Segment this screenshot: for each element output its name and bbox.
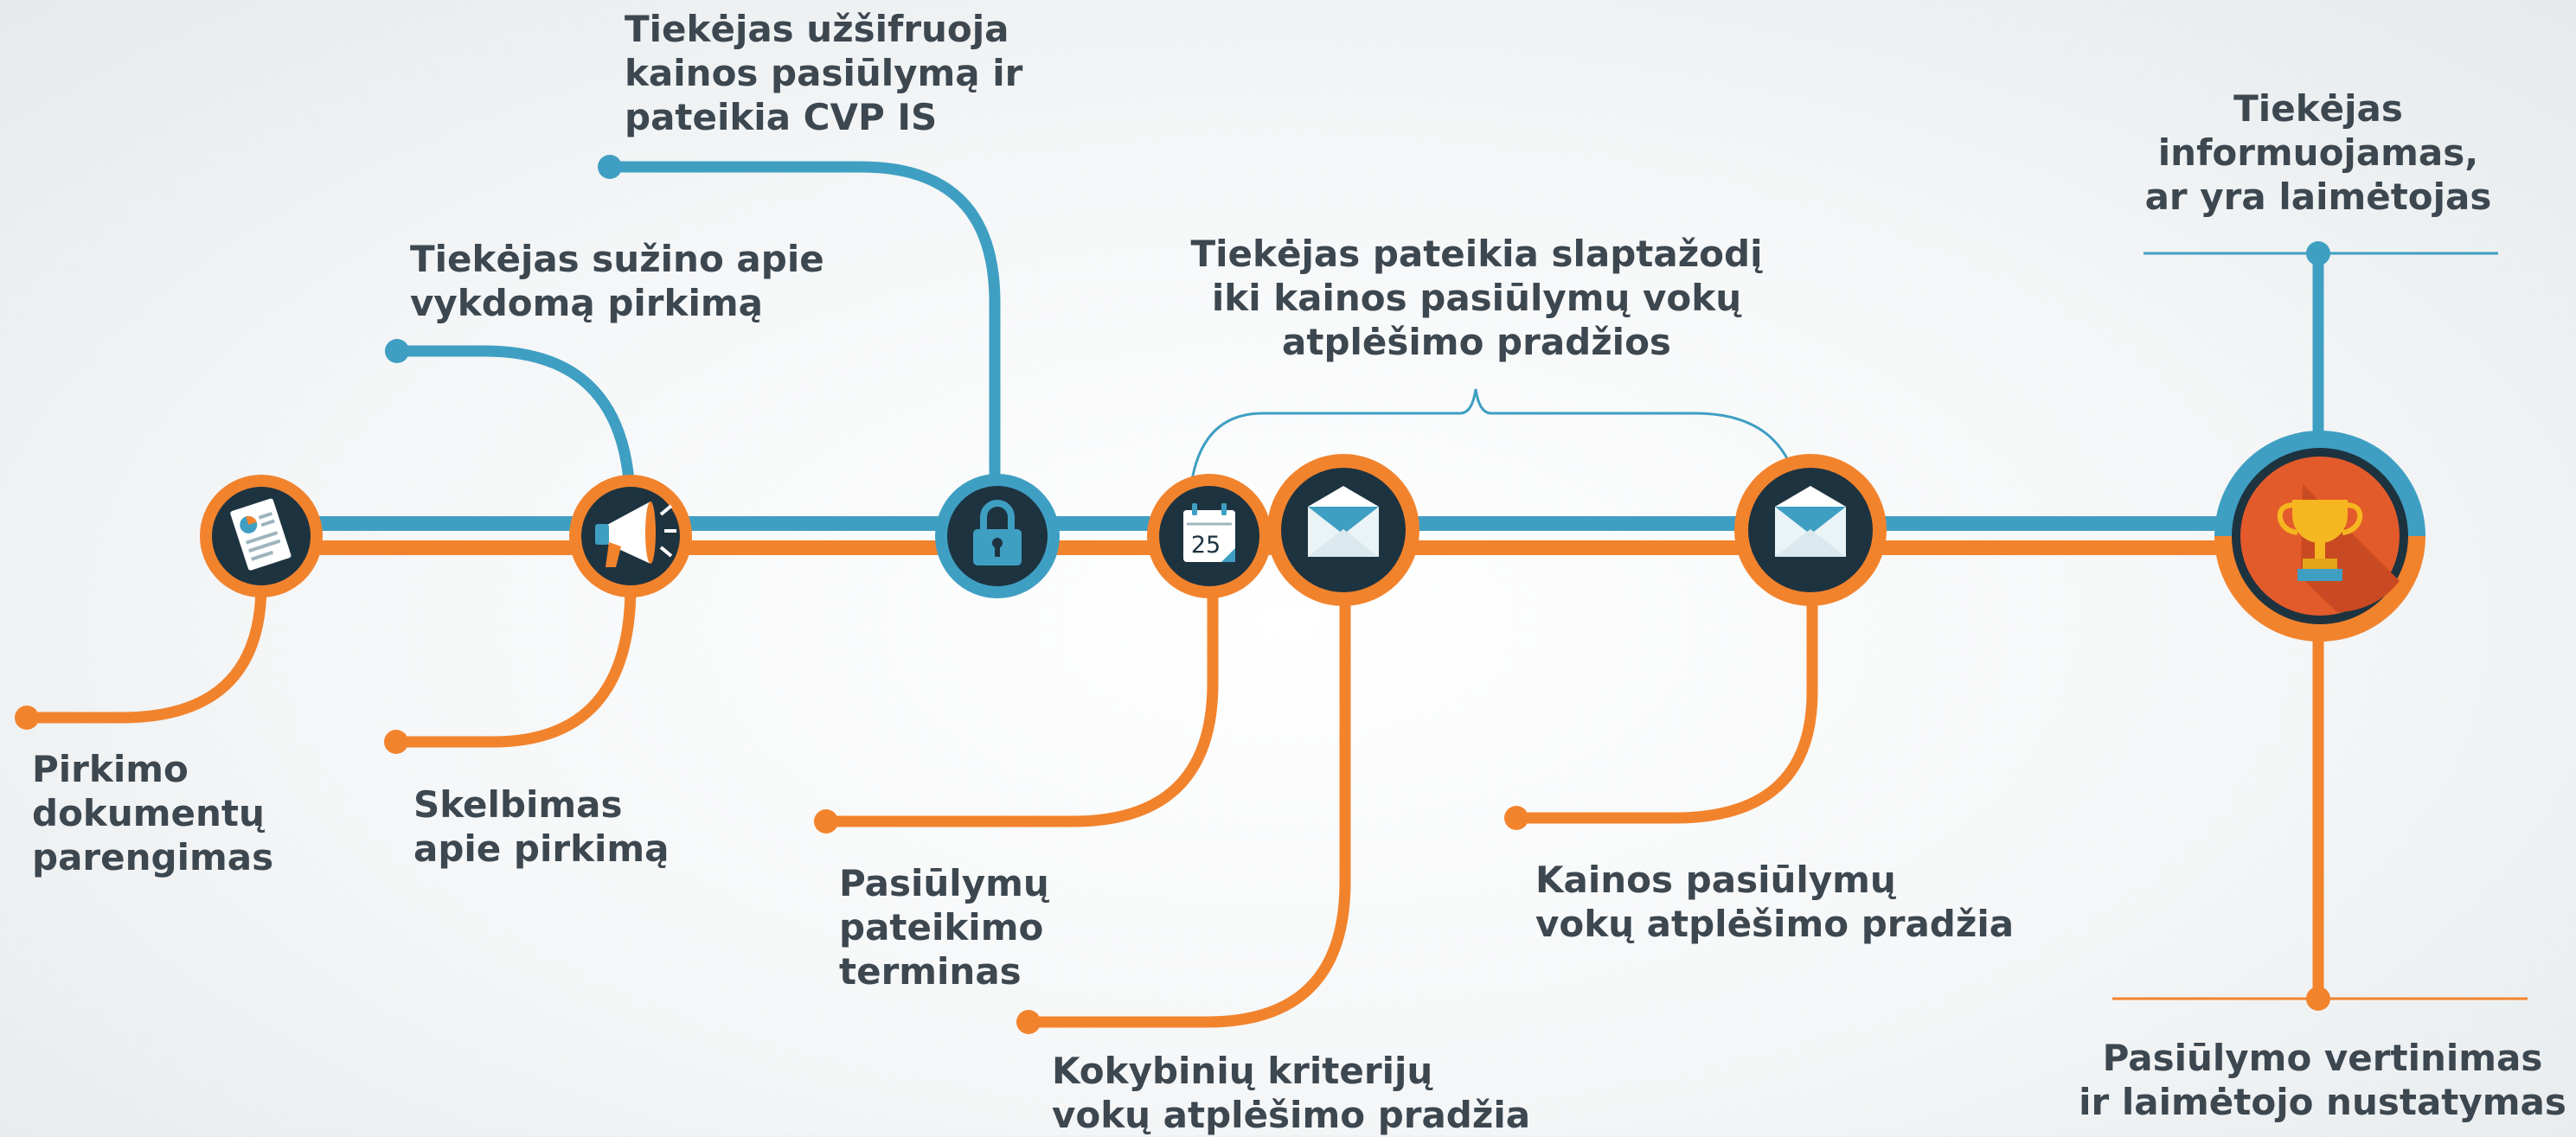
label-line: atplėšimo pradžios (1282, 321, 1671, 363)
label-pirkimo-dokumentu: Pirkimo dokumentų parengimas (32, 747, 273, 879)
dot-pirkimo (15, 706, 39, 730)
label-line: apie pirkimą (413, 827, 670, 870)
label-line: dokumentų (32, 792, 265, 834)
label-line: ir laimėtojo nustatymas (2079, 1081, 2566, 1123)
label-skelbimas: Skelbimas apie pirkimą (413, 782, 670, 871)
label-line: Tiekėjas užšifruoja (625, 8, 1009, 50)
label-line: iki kainos pasiūlymų vokų (1211, 277, 1742, 319)
label-line: Kokybinių kriterijų (1052, 1050, 1433, 1092)
blue-connectors (397, 161, 2324, 494)
node-terminas: 25 (1147, 474, 1272, 598)
label-line: vokų atplėšimo pradžia (1535, 903, 2015, 945)
label-slaptažodį: Tiekėjas pateikia slaptažodį iki kainos … (1182, 232, 1771, 364)
calendar-day: 25 (1191, 532, 1221, 559)
dot-užšifruoja (598, 155, 622, 179)
dot-skelbimas (384, 730, 408, 754)
node-dokumentai (200, 475, 323, 597)
label-kainos-atplesimas: Kainos pasiūlymų vokų atplėšimo pradžia (1535, 858, 2014, 946)
label-line: vokų atplėšimo pradžia (1052, 1094, 1531, 1136)
label-sužino: Tiekėjas sužino apie vykdomą pirkimą (410, 237, 824, 325)
label-line: Pasiūlymų (839, 862, 1049, 904)
label-line: pateikimo (839, 906, 1044, 949)
label-line: vykdomą pirkimą (410, 282, 763, 324)
label-informuojamas: Tiekėjas informuojamas, ar yra laimėtoja… (2119, 86, 2517, 219)
connector-pirkimo (27, 587, 267, 724)
dot-kainos (1504, 806, 1528, 830)
label-line: parengimas (32, 836, 274, 878)
label-line: ar yra laimėtojas (2144, 176, 2492, 218)
trophy-icon (2277, 500, 2363, 581)
connector-užšifruoja (610, 161, 1001, 484)
label-line: Tiekėjas sužino apie (410, 238, 824, 280)
dot-sužino (385, 339, 409, 363)
label-line: Tiekėjas pateikia slaptažodį (1190, 233, 1763, 275)
label-užšifruoja: Tiekėjas užšifruoja kainos pasiūlymą ir … (625, 7, 1022, 139)
label-pateikimo-terminas: Pasiūlymų pateikimo terminas (839, 861, 1049, 993)
node-skelbimas (569, 475, 692, 597)
document-chart-icon (230, 498, 292, 571)
node-laimetojas (2214, 431, 2425, 642)
label-line: Kainos pasiūlymų (1535, 859, 1896, 901)
megaphone-icon (595, 501, 676, 567)
orange-connectors (27, 587, 2324, 1028)
label-vertinimas: Pasiūlymo vertinimas ir laimėtojo nustat… (2076, 1036, 2569, 1124)
padlock-icon (973, 500, 1022, 565)
connector-kainos (1516, 605, 1818, 824)
envelope-icon (1775, 486, 1846, 557)
connector-kokybiniu (1028, 605, 1351, 1028)
connector-skelbimas (396, 587, 637, 748)
node-uzsifravimas (935, 474, 1060, 598)
connector-sužino (397, 345, 636, 494)
label-line: terminas (839, 950, 1022, 993)
label-kokybiniu: Kokybinių kriterijų vokų atplėšimo pradž… (1052, 1049, 1530, 1137)
dot-pateikimo (814, 809, 838, 834)
envelope-icon (1308, 486, 1379, 557)
dot-kokybiniu (1016, 1010, 1041, 1034)
node-kainos (1734, 454, 1887, 606)
label-line: pateikia CVP IS (625, 96, 938, 138)
bracket-slaptažodį (1190, 388, 1791, 481)
label-line: Pirkimo (32, 748, 189, 790)
node-kokybiniai (1267, 454, 1419, 606)
calendar-icon: 25 (1183, 503, 1235, 562)
label-line: Tiekėjas (2233, 87, 2403, 130)
label-line: kainos pasiūlymą ir (625, 52, 1023, 94)
orange-connector-dots (15, 706, 2330, 1034)
connector-pateikimo (826, 597, 1219, 827)
label-line: informuojamas, (2157, 131, 2479, 174)
label-line: Pasiūlymo vertinimas (2102, 1037, 2543, 1079)
label-line: Skelbimas (413, 783, 623, 826)
